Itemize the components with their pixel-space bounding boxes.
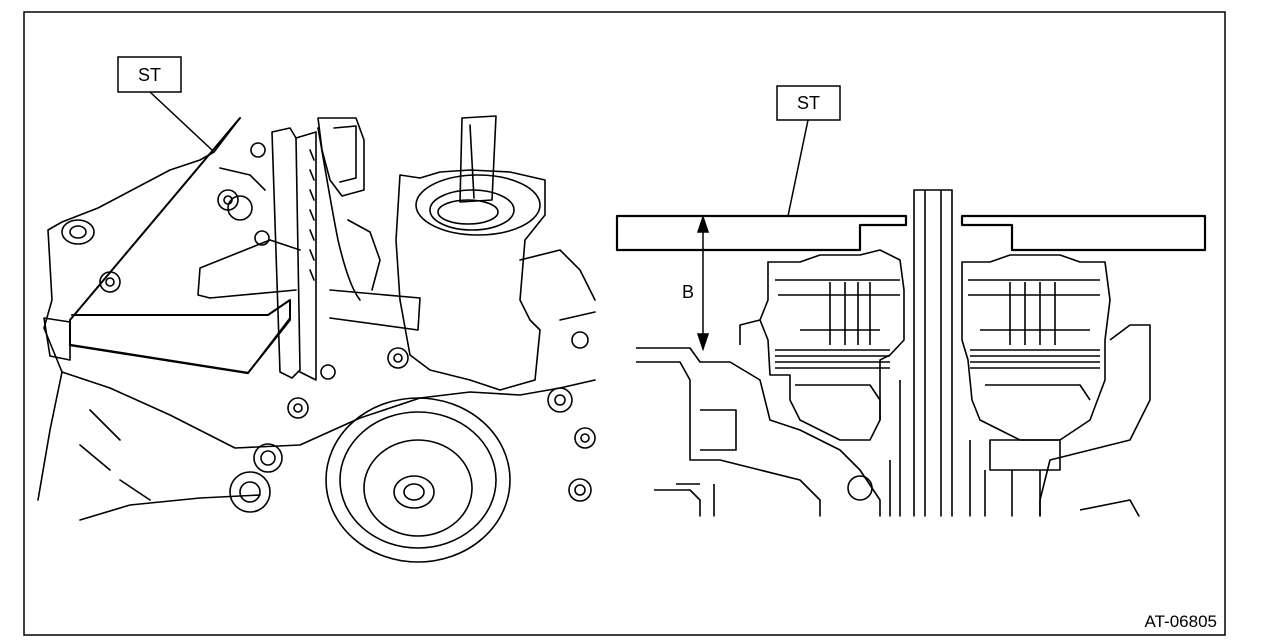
dimension-b-arrow-top [696,214,710,233]
left-view-illustration [37,115,596,563]
right-callout-leader [787,119,809,217]
right-callout-label: ST [797,93,820,113]
left-callout-box [117,56,182,93]
dimension-b [696,214,710,352]
right-view-section [615,189,1207,519]
right-callout-box [776,85,841,121]
figure-border [23,11,1226,636]
left-callout: ST [117,56,213,151]
figure-code: AT-06805 [1145,612,1217,631]
dimension-b-arrow-bottom [696,333,710,352]
left-callout-label: ST [138,65,161,85]
left-callout-leader [149,91,213,151]
dimension-b-label: B [682,282,694,302]
right-callout: ST [776,85,841,217]
